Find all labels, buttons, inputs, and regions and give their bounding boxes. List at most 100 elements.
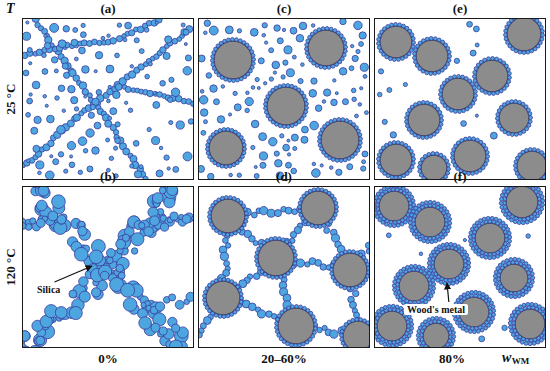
silica-particle	[298, 205, 302, 209]
silica-particle	[87, 166, 93, 172]
silica-particle	[259, 133, 267, 141]
silica-particle	[325, 27, 329, 31]
wood-metal-droplet	[476, 60, 508, 92]
wood-metal-droplet	[454, 140, 486, 172]
silica-particle	[123, 298, 137, 312]
silica-particle	[164, 186, 178, 198]
silica-particle	[173, 166, 179, 172]
silica-particle	[514, 160, 518, 164]
silica-particle	[531, 276, 535, 280]
silica-particle	[125, 86, 131, 92]
silica-particle	[405, 116, 409, 120]
silica-particle	[492, 256, 496, 260]
silica-particle	[540, 207, 544, 211]
silica-particle	[392, 141, 396, 145]
silica-particle	[264, 102, 268, 106]
silica-particle	[139, 49, 144, 54]
panel-illustration	[377, 18, 546, 180]
silica-particle	[416, 334, 420, 338]
silica-particle	[330, 268, 334, 272]
silica-particle	[125, 22, 132, 29]
silica-particle	[258, 58, 264, 64]
silica-particle	[27, 47, 32, 52]
silica-particle	[496, 113, 500, 117]
silica-particle	[466, 257, 470, 261]
silica-particle	[30, 218, 36, 224]
silica-particle	[152, 137, 160, 145]
panel-illustration	[198, 188, 370, 348]
silica-particle	[27, 98, 33, 104]
silica-particle	[493, 274, 497, 278]
silica-particle	[467, 265, 471, 269]
silica-particle	[139, 222, 145, 228]
silica-particle	[244, 219, 248, 223]
silica-particle	[514, 133, 518, 137]
silica-particle	[429, 37, 433, 41]
silica-particle	[419, 173, 423, 177]
silica-particle	[437, 245, 441, 249]
silica-particle	[320, 164, 323, 167]
wood-metal-droplet	[507, 18, 541, 51]
silica-particle	[508, 321, 512, 325]
silica-particle	[485, 159, 489, 163]
silica-particle	[290, 343, 294, 347]
silica-particle	[293, 253, 297, 257]
silica-particle	[392, 58, 396, 62]
silica-particle	[398, 175, 402, 179]
silica-particle	[430, 240, 434, 244]
silica-particle	[354, 21, 363, 30]
silica-particle	[134, 171, 141, 178]
silica-particle	[408, 29, 412, 33]
wood-metal-droplet	[278, 308, 314, 344]
silica-particle	[292, 249, 296, 253]
silica-particle	[210, 85, 218, 93]
silica-particle	[502, 325, 507, 330]
silica-particle	[387, 88, 392, 93]
silica-particle	[301, 136, 308, 143]
silica-particle	[224, 165, 228, 169]
silica-particle	[269, 77, 273, 81]
silica-particle	[245, 108, 249, 112]
silica-particle	[526, 50, 530, 54]
silica-particle	[45, 171, 54, 180]
silica-particle	[413, 264, 417, 268]
silica-particle	[239, 300, 243, 304]
silica-particle	[170, 340, 183, 348]
silica-particle	[525, 148, 529, 152]
silica-particle	[251, 86, 255, 90]
silica-particle	[308, 189, 312, 193]
silica-particle	[532, 341, 536, 345]
silica-particle	[468, 137, 472, 141]
wood-metal-droplet	[475, 223, 505, 253]
silica-particle	[457, 75, 461, 79]
silica-particle	[218, 129, 222, 133]
silica-particle	[488, 92, 492, 96]
silica-particle	[411, 199, 415, 203]
silica-particle	[425, 37, 429, 41]
silica-particle	[299, 22, 307, 30]
silica-particle	[351, 318, 355, 322]
silica-particle	[508, 72, 512, 76]
silica-particle	[410, 326, 414, 330]
silica-particle	[264, 41, 267, 44]
silica-particle	[312, 169, 321, 178]
silica-particle	[380, 169, 384, 173]
silica-particle	[499, 89, 503, 93]
wood-metal-droplet	[416, 40, 448, 72]
silica-particle	[341, 118, 345, 122]
silica-particle	[423, 154, 427, 158]
silica-particle	[439, 122, 443, 126]
wood-metal-droplet	[321, 121, 359, 159]
silica-particle	[57, 215, 66, 224]
silica-particle	[296, 34, 304, 42]
silica-particle	[163, 52, 170, 59]
silica-particle	[38, 186, 49, 196]
silica-particle	[414, 103, 418, 107]
silica-particle	[224, 261, 230, 267]
silica-particle	[147, 90, 153, 96]
silica-particle	[279, 275, 283, 279]
silica-particle	[380, 307, 384, 311]
silica-particle	[401, 56, 405, 60]
silica-particle	[333, 79, 336, 82]
silica-particle	[230, 232, 234, 236]
